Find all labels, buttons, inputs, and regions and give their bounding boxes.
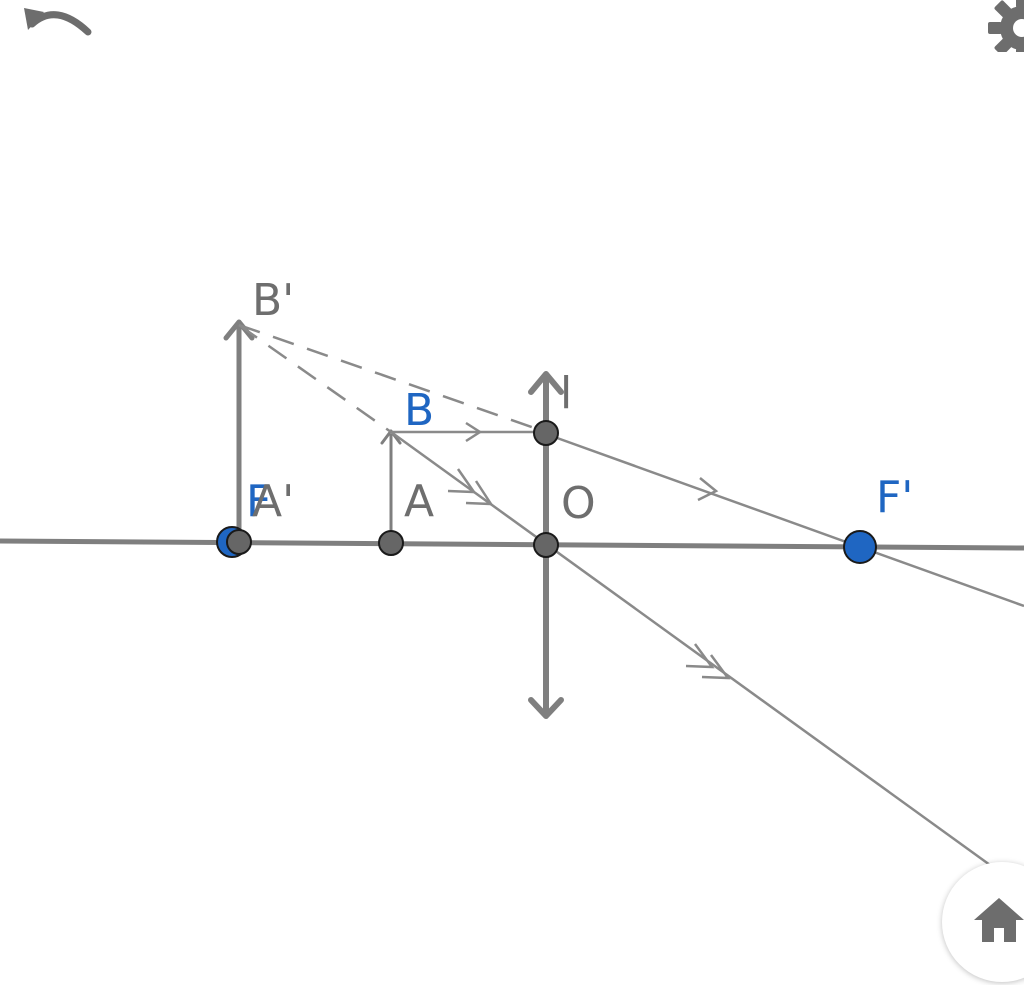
settings-button[interactable] [978,0,1024,52]
ray-refracted-arrow [697,477,719,502]
gear-icon [988,0,1024,52]
point-a[interactable] [378,530,404,556]
point-a-prime[interactable] [226,529,252,555]
home-button[interactable] [942,862,1024,982]
image-arrow-head [223,319,255,341]
lens-arrow-bottom [528,697,564,719]
label-o: O [561,478,596,529]
label-a-prime: A' [252,476,294,527]
label-lens: l [560,368,572,419]
ray-center-arrow-2 [465,480,494,506]
ray-center-arrow-3 [685,643,715,669]
ray-refracted-focus [545,432,1024,608]
undo-icon [24,8,92,36]
ray-center-arrow-1 [447,468,477,494]
ray-parallel-arrow [465,421,483,443]
label-f-prime: F' [876,472,913,523]
label-a: A [404,476,434,527]
label-f: F [246,476,271,527]
virtual-ray-2 [238,323,392,434]
point-lens-top[interactable] [533,420,559,446]
home-icon [974,898,1024,942]
label-b-prime: B' [252,275,294,326]
virtual-ray-1 [238,323,547,434]
undo-button[interactable] [18,0,98,48]
label-b: B [404,385,434,436]
lens-arrow-top [528,371,564,395]
point-f-prime[interactable] [843,530,877,564]
point-o[interactable] [533,532,559,558]
ray-center-arrow-4 [701,654,731,680]
